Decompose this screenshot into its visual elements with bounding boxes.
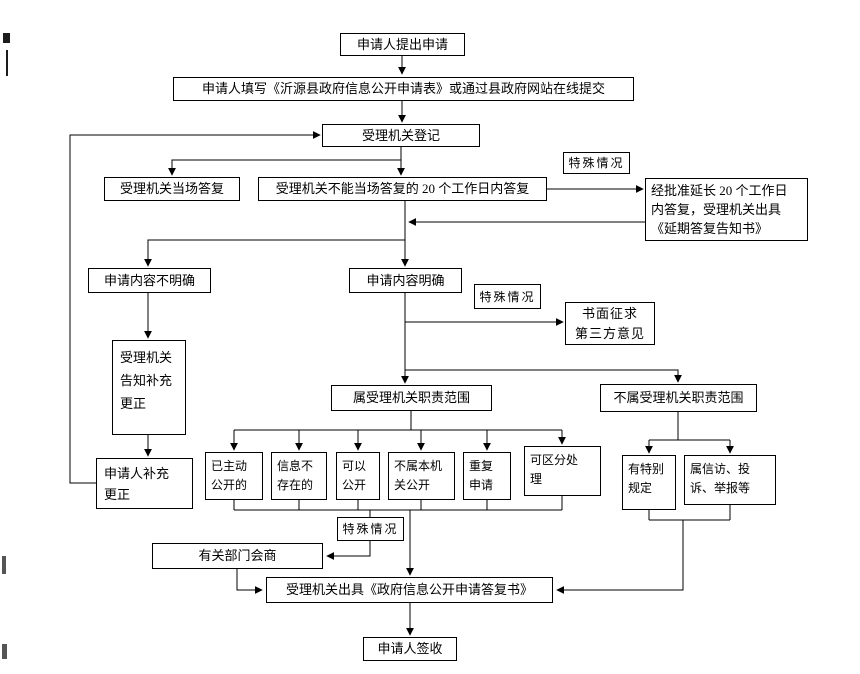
node-notify-supplement: 受理机关 告知补充 更正	[112, 340, 186, 435]
node-extend-reply: 经批准延长 20 个工作日 内答复，受理机关出具 《延期答复告知书》	[645, 178, 808, 241]
edge-right-to-reply	[556, 520, 684, 594]
node-not-this-org: 不属本机 关公开	[388, 452, 455, 500]
edge-clear-to-outscope	[405, 369, 682, 383]
node-applicant-supplement: 申请人补充 更正	[96, 458, 193, 509]
node-special-rule: 有特别 规定	[622, 455, 676, 510]
node-in-scope: 属受理机关职责范围	[331, 385, 492, 411]
node-fill-form: 申请人填写《沂源县政府信息公开申请表》或通过县政府网站在线提交	[173, 77, 634, 101]
node-out-scope: 不属受理机关职责范围	[600, 384, 757, 412]
node-sign: 申请人签收	[363, 637, 457, 661]
node-within-20-days: 受理机关不能当场答复的 20 个工作日内答复	[258, 177, 547, 201]
node-repeat-apply: 重复 申请	[463, 452, 511, 500]
edge-register-to-onspot	[168, 159, 401, 176]
scan-artifact-3	[2, 556, 6, 574]
node-third-party: 书面征求 第三方意见	[565, 302, 655, 345]
scan-artifact-4	[2, 644, 7, 659]
edge-within20-to-unclear	[144, 239, 405, 267]
label-special-case-3: 特殊情况	[337, 517, 404, 541]
node-already-public: 已主动 公开的	[205, 452, 263, 500]
edge-consult-to-reply	[236, 569, 263, 594]
node-separable: 可区分处 理	[524, 446, 601, 496]
node-register: 受理机关登记	[322, 124, 480, 147]
label-special-case-2: 特殊情况	[474, 284, 541, 309]
node-can-public: 可以 公开	[336, 452, 380, 500]
node-petition: 属信访、投 诉、举报等	[684, 455, 776, 505]
node-content-unclear: 申请内容不明确	[88, 268, 211, 293]
node-content-clear: 申请内容明确	[349, 268, 462, 293]
scan-artifact-2	[6, 50, 8, 76]
label-special-case-1: 特殊情况	[563, 152, 630, 174]
node-info-not-exist: 信息不 存在的	[271, 452, 327, 500]
node-onspot-reply: 受理机关当场答复	[104, 177, 240, 201]
node-consult: 有关部门会商	[152, 543, 323, 569]
node-reply-doc: 受理机关出具《政府信息公开申请答复书》	[266, 577, 553, 603]
node-apply: 申请人提出申请	[340, 33, 465, 56]
scan-artifact-1	[3, 33, 10, 43]
edge-supplement-loop-to-register	[69, 131, 321, 484]
